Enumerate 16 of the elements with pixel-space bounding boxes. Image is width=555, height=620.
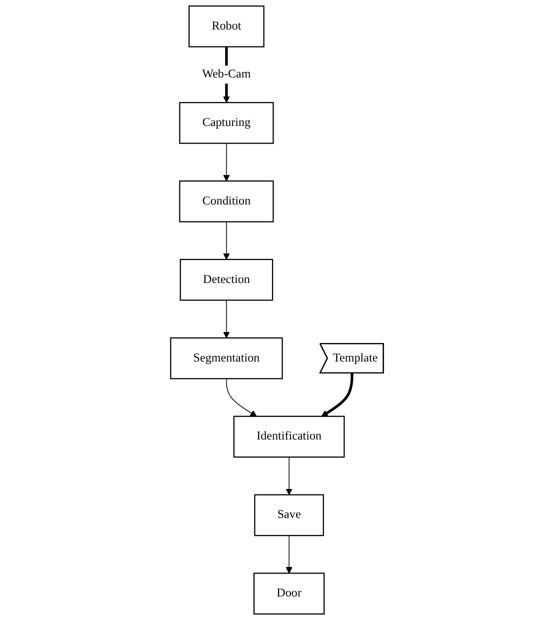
node-box: Identification [234,416,346,458]
edge-label: Web-Cam [202,68,252,81]
arrow [226,378,258,417]
arrow [322,373,354,417]
node-box: Robot [189,5,265,48]
node-box: Door [254,572,326,615]
node-box: Save [254,494,324,536]
node-box: Detection [180,258,274,301]
node-box: Condition [180,180,274,222]
arrow [224,142,230,182]
arrow [224,221,230,260]
arrow [224,300,230,338]
node-box: Capturing [180,102,274,144]
node-box: Segmentation [170,337,284,380]
arrow [286,456,293,496]
arrow [286,535,293,574]
